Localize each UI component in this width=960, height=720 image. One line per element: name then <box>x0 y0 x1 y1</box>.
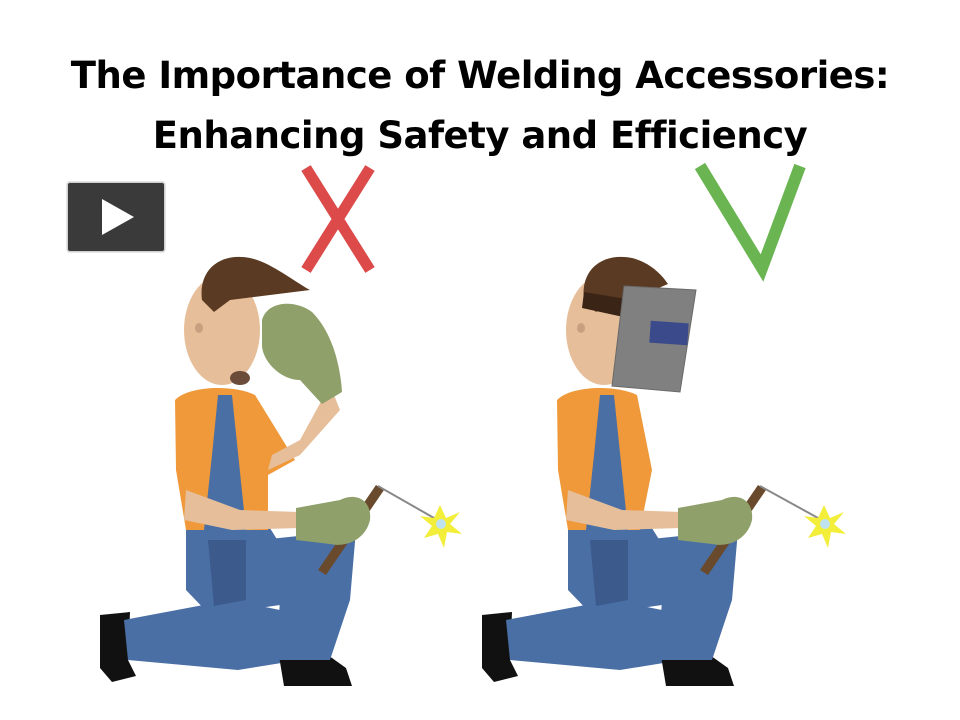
play-button[interactable] <box>67 182 165 252</box>
title-line-1: The Importance of Welding Accessories: <box>70 54 890 97</box>
play-icon <box>102 199 134 235</box>
slide-title: The Importance of Welding Accessories: E… <box>0 46 960 166</box>
title-line-2: Enhancing Safety and Efficiency <box>152 114 808 157</box>
welder-without-mask <box>100 256 462 686</box>
wrong-x-icon <box>301 165 375 273</box>
welder-with-helmet <box>482 256 846 686</box>
correct-check-icon <box>694 162 806 282</box>
